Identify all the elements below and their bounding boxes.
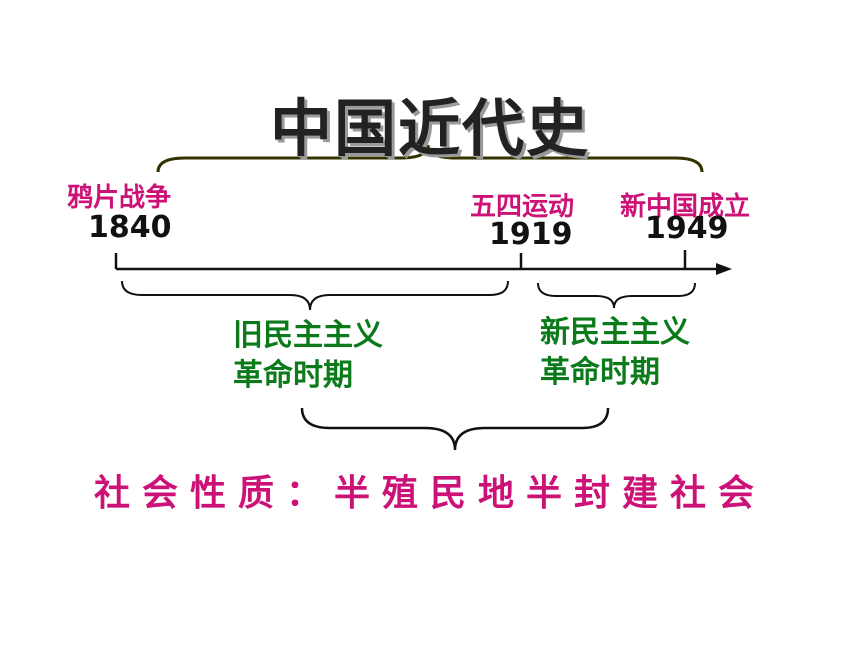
year-1840: 1840 bbox=[88, 210, 172, 245]
period-new-line2: 革命时期 bbox=[540, 355, 660, 390]
brace-both-periods bbox=[300, 407, 610, 451]
period-new-democratic: 新民主主义 革命时期 bbox=[540, 313, 690, 393]
period-old-line2: 革命时期 bbox=[233, 358, 353, 393]
social-nature-statement: 社会性质：半殖民地半封建社会 bbox=[93, 473, 766, 514]
axis-arrow-icon bbox=[716, 263, 732, 275]
period-new-line1: 新民主主义 bbox=[540, 315, 690, 350]
period-old-line1: 旧民主主义 bbox=[233, 318, 383, 353]
event-may-fourth: 五四运动 bbox=[470, 192, 575, 222]
page-title: 中国近代史 bbox=[269, 92, 590, 165]
brace-new-democratic bbox=[537, 282, 696, 309]
year-1949: 1949 bbox=[645, 211, 729, 246]
year-1919: 1919 bbox=[489, 217, 573, 252]
top-brace bbox=[156, 144, 704, 173]
period-old-democratic: 旧民主主义 革命时期 bbox=[233, 316, 383, 396]
event-opium-war: 鸦片战争 bbox=[67, 183, 172, 213]
brace-old-democratic bbox=[121, 280, 509, 311]
event-prc-founding: 新中国成立 bbox=[620, 192, 751, 222]
